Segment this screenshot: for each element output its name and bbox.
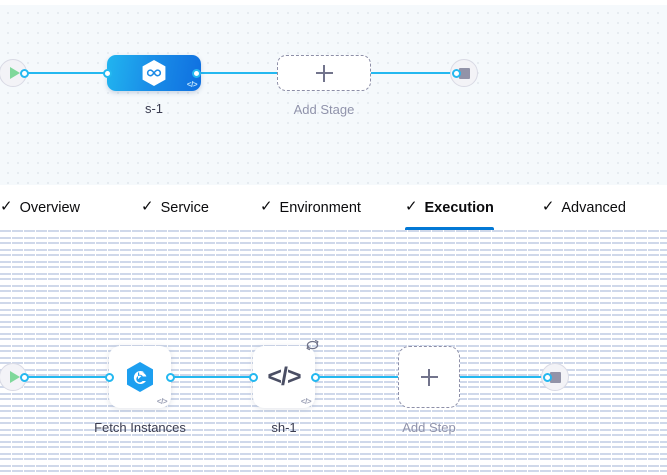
edge-start-to-fetch: [22, 376, 114, 378]
tab-execution-label: Execution: [424, 199, 494, 216]
check-icon: ✓: [259, 198, 273, 215]
tab-service[interactable]: ✓ Service: [141, 185, 209, 230]
harness-hexagon-infinity-icon: [142, 60, 166, 86]
step-node-sh-1[interactable]: </> </>: [253, 339, 319, 408]
play-icon: [9, 67, 20, 79]
add-stage-label: Add Stage: [293, 102, 355, 117]
edge-add-stage-to-end: [366, 72, 460, 74]
code-angle-brackets-icon: </>: [267, 362, 301, 391]
tab-environment[interactable]: ✓ Environment: [260, 185, 361, 230]
tab-advanced-label: Advanced: [561, 199, 626, 216]
tab-environment-label: Environment: [279, 199, 361, 216]
azure-webapp-hexagon-icon: [127, 362, 153, 392]
plus-icon: [420, 368, 438, 386]
stage-canvas[interactable]: </> s-1 Add Stage: [0, 5, 667, 185]
add-stage-button[interactable]: [277, 55, 371, 91]
check-icon: ✓: [141, 198, 154, 215]
stop-icon: [458, 67, 470, 79]
port-sh1-out[interactable]: [311, 372, 320, 382]
check-icon: ✓: [0, 198, 13, 215]
add-step-label: Add Step: [402, 420, 456, 435]
tab-service-label: Service: [160, 199, 209, 216]
pipeline-start-node[interactable]: [0, 59, 27, 87]
top-gutter: [0, 0, 667, 5]
port-sh1-in[interactable]: [249, 372, 258, 382]
execution-end-node[interactable]: [541, 363, 569, 391]
code-icon: </>: [186, 80, 198, 89]
code-icon: </>: [156, 397, 168, 406]
edge-fetch-to-sh1: [174, 376, 258, 378]
tab-execution[interactable]: ✓ Execution: [404, 185, 494, 230]
edge-add-step-to-end: [460, 376, 550, 378]
port-end-in[interactable]: [452, 68, 461, 78]
check-icon: ✓: [541, 198, 555, 215]
edge-s1-to-add-stage: [196, 72, 282, 74]
tab-advanced[interactable]: ✓ Advanced: [542, 185, 626, 230]
stop-icon: [549, 371, 561, 383]
edge-start-to-s1: [22, 72, 114, 74]
step-node-fetch-instances[interactable]: </>: [109, 346, 171, 408]
code-icon: </>: [300, 397, 312, 406]
step-node-fetch-instances-label: Fetch Instances: [94, 420, 186, 435]
port-exec-end-in[interactable]: [543, 372, 552, 382]
tab-overview-label: Overview: [19, 199, 81, 216]
edge-sh1-to-add-step: [318, 376, 402, 378]
add-step-button[interactable]: [398, 346, 460, 408]
port-s1-out[interactable]: [192, 68, 201, 78]
stage-config-tabs: ✓ Overview ✓ Service ✓ Environment ✓ Exe…: [0, 185, 667, 230]
check-icon: ✓: [404, 198, 418, 215]
stage-node-s-1-label: s-1: [144, 101, 164, 116]
stage-node-s-1[interactable]: </>: [107, 55, 201, 91]
port-start-out[interactable]: [20, 68, 29, 78]
step-node-sh-1-label: sh-1: [271, 420, 297, 435]
port-exec-start-out[interactable]: [20, 372, 29, 382]
execution-step-canvas[interactable]: </> Fetch Instances </> </> sh-1 Add Ste…: [0, 230, 667, 475]
retry-loop-icon: [306, 339, 319, 351]
port-fetch-out[interactable]: [166, 372, 175, 382]
plus-icon: [315, 64, 333, 82]
play-icon: [9, 371, 20, 383]
tab-overview[interactable]: ✓ Overview: [0, 185, 80, 230]
port-fetch-in[interactable]: [105, 372, 114, 382]
port-s1-in[interactable]: [103, 68, 112, 78]
